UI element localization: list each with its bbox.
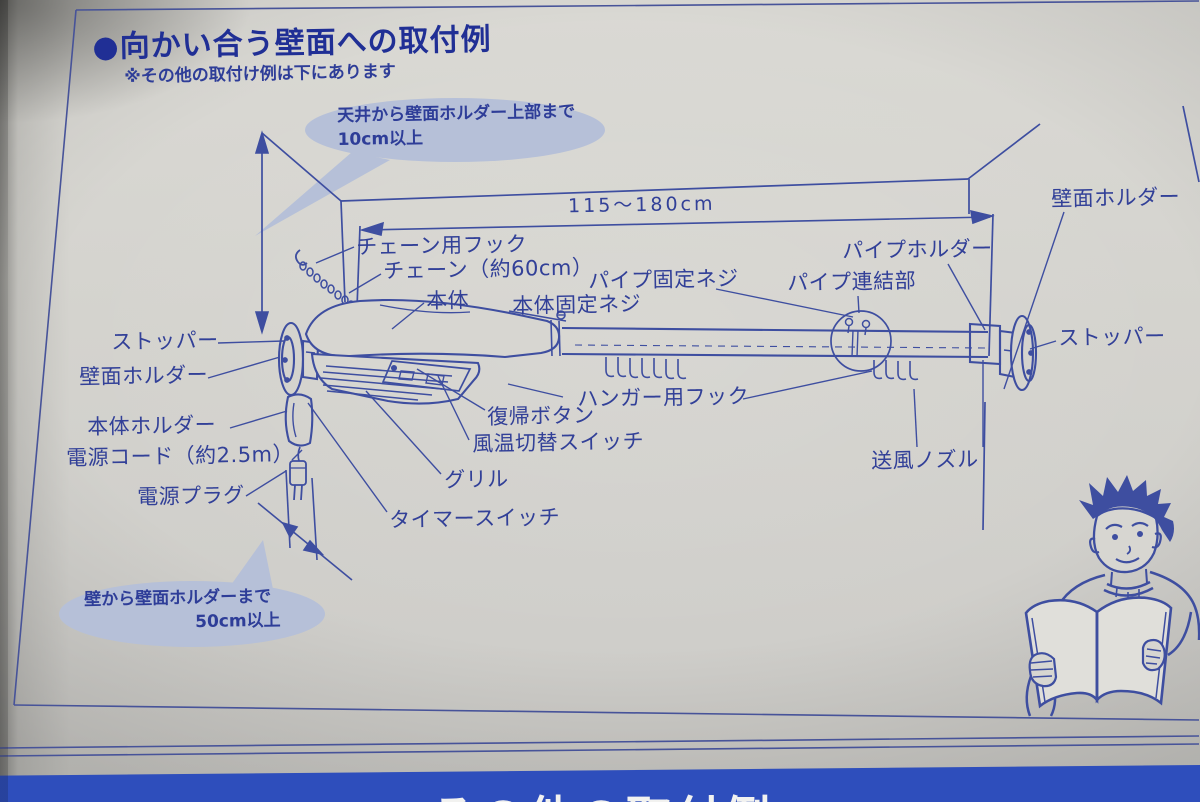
label-chain: チェーン（約60cm） <box>382 255 594 283</box>
label-body-fixing-screw: 本体固定ネジ <box>511 291 642 318</box>
hands <box>1028 638 1166 688</box>
next-section-heading: その他の取付例 <box>430 782 773 802</box>
width-dimension-label: 115〜180cm <box>567 192 716 218</box>
leader-lines <box>207 211 1065 513</box>
drying-unit-illustration <box>277 249 1038 501</box>
callout-wall-line1: 壁から壁面ホルダーまで <box>84 586 272 610</box>
label-pipe-holder: パイプホルダー <box>841 236 993 263</box>
label-hanger-hook: ハンガー用フック <box>576 383 750 411</box>
label-body-holder: 本体ホルダー <box>86 412 217 439</box>
label-wall-holder-left: 壁面ホルダー <box>78 362 209 389</box>
label-air-temp-switch: 風温切替スイッチ <box>471 428 645 456</box>
callout-ceiling-line1: 天井から壁面ホルダー上部まで <box>337 101 576 126</box>
label-air-nozzle: 送風ノズル <box>870 447 979 473</box>
photo-edge-shadow <box>0 0 8 802</box>
label-power-plug: 電源プラグ <box>136 483 245 509</box>
dimension-arrows <box>254 130 995 581</box>
section-subtitle: ※その他の取付け例は下にあります <box>124 61 396 87</box>
label-stopper-right: ストッパー <box>1057 324 1166 350</box>
callout-ceiling-line2: 10cm以上 <box>337 128 424 150</box>
callout-bubbles <box>59 98 605 647</box>
hair <box>1079 475 1174 542</box>
label-stopper-left: ストッパー <box>110 328 219 354</box>
label-power-cord: 電源コード（約2.5m） <box>65 442 295 470</box>
label-pipe-fixing-screw: パイプ固定ネジ <box>587 266 739 293</box>
page-frame <box>0 0 1200 757</box>
reading-man-illustration <box>1024 475 1200 717</box>
label-body: 本体 <box>425 288 470 313</box>
callout-ceiling-clearance: 天井から壁面ホルダー上部まで 10cm以上 <box>337 100 576 152</box>
label-timer-switch: タイマースイッチ <box>388 505 561 532</box>
label-grill: グリル <box>443 466 509 492</box>
label-pipe-joint: パイプ連結部 <box>786 268 917 295</box>
title-bullet-icon: ● <box>92 29 121 65</box>
label-wall-holder-right: 壁面ホルダー <box>1050 184 1181 211</box>
hanger-hooks <box>605 357 919 381</box>
open-manual <box>1024 596 1173 709</box>
callout-wall-clearance: 壁から壁面ホルダーまで 50cm以上 <box>84 585 281 636</box>
label-chain-hook: チェーン用フック <box>355 232 528 259</box>
callout-wall-line2: 50cm以上 <box>194 610 281 633</box>
room-outline <box>261 105 1200 531</box>
